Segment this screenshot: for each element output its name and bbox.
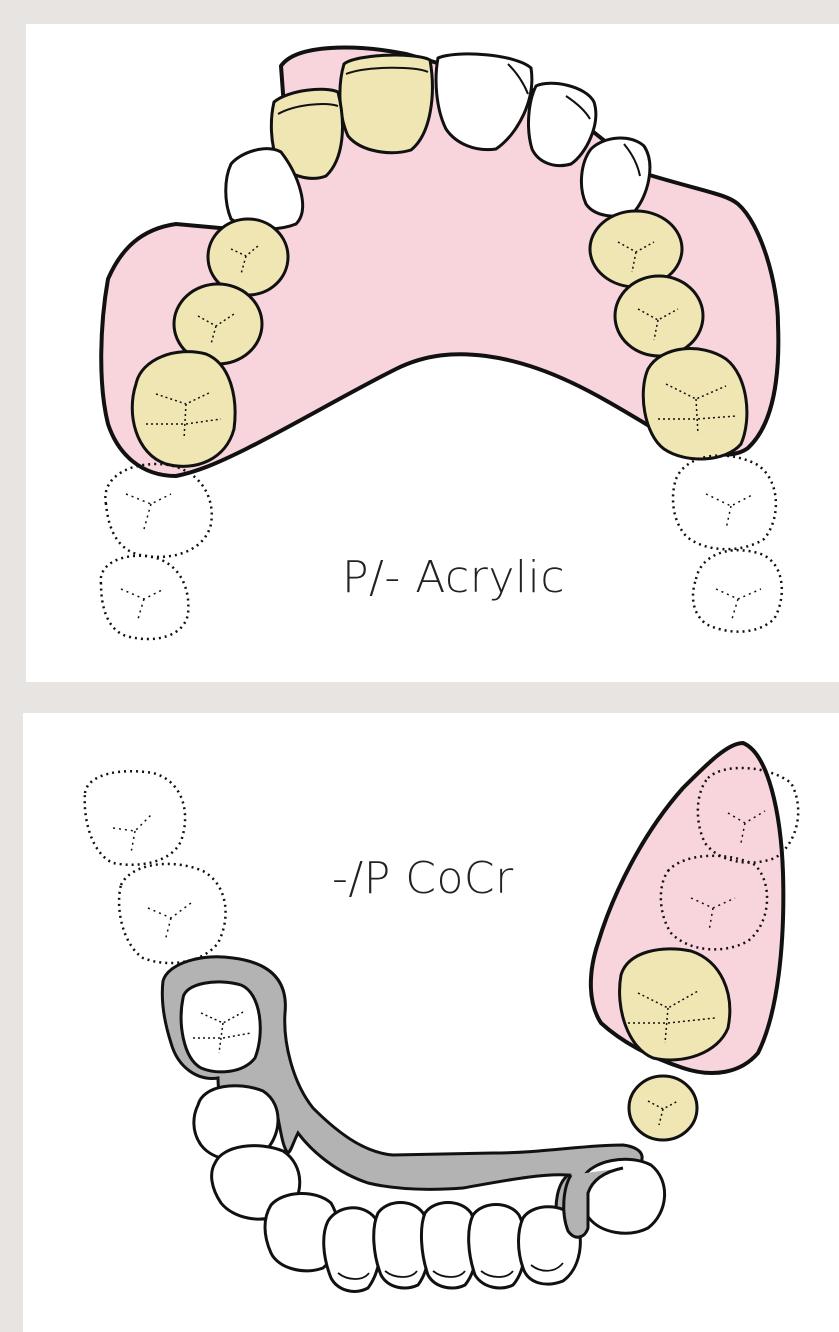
natural-upper-canine-right — [581, 138, 649, 216]
artificial-lower-molar-right — [620, 949, 730, 1060]
missing-molar-right-1 — [673, 456, 776, 550]
upper-denture-panel: P/- Acrylic — [26, 24, 839, 682]
lower-denture-panel: -/P CoCr — [23, 713, 839, 1332]
missing-teeth-outlines-lower — [85, 771, 226, 963]
lower-arch-illustration — [23, 713, 839, 1332]
missing-molar-right-2 — [693, 550, 782, 631]
artificial-upper-molar-left — [132, 352, 235, 467]
missing-molar-left-2 — [101, 556, 189, 639]
lower-denture-label: -/P CoCr — [332, 853, 514, 904]
missing-molar-lower-left-2 — [119, 864, 226, 963]
missing-molar-left-1 — [105, 464, 211, 557]
natural-lower-premolar-right — [580, 1159, 665, 1233]
natural-lower-incisor-4 — [469, 1205, 526, 1288]
artificial-lower-premolar-right — [629, 1076, 697, 1140]
upper-denture-label: P/- Acrylic — [342, 552, 565, 603]
missing-teeth-outlines — [101, 456, 782, 639]
artificial-upper-molar-right — [643, 349, 747, 459]
natural-lower-molar-clasped — [181, 982, 260, 1072]
artificial-upper-premolar-right-2 — [615, 276, 703, 356]
missing-molar-lower-left-1 — [85, 771, 185, 865]
